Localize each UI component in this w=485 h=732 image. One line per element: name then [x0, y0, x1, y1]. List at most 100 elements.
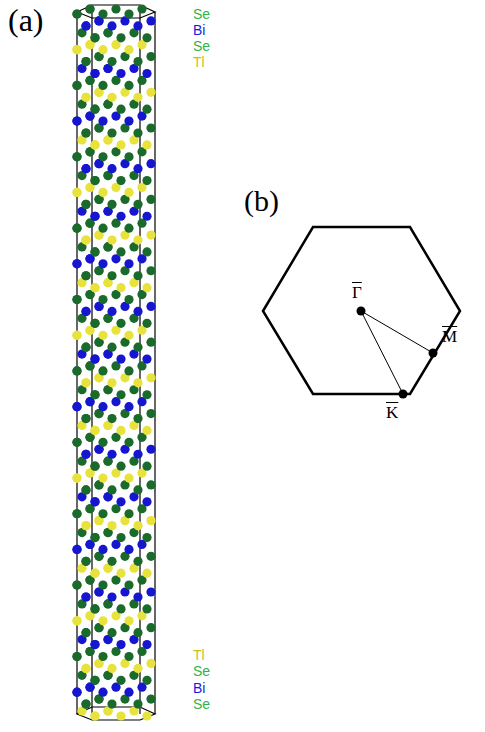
atom — [72, 402, 81, 411]
atom — [90, 533, 99, 542]
atom — [72, 688, 81, 697]
atom — [142, 69, 151, 78]
atom — [90, 533, 99, 542]
atom — [124, 9, 133, 18]
atom — [72, 366, 81, 375]
atom — [116, 426, 125, 435]
atom — [133, 700, 142, 709]
layer-label: Tl — [193, 55, 205, 69]
atom — [90, 604, 99, 613]
atom — [146, 480, 155, 489]
atom — [116, 569, 125, 578]
atom — [107, 271, 116, 280]
brillouin-zone — [263, 227, 460, 399]
atom — [72, 224, 81, 233]
atom — [124, 473, 133, 482]
cell-face — [77, 5, 155, 18]
atom — [133, 557, 142, 566]
atom — [72, 116, 81, 125]
layer-label: Se — [193, 697, 210, 711]
atom — [90, 462, 99, 471]
atom — [98, 259, 107, 268]
atom — [142, 140, 151, 149]
atom — [133, 414, 142, 423]
atom — [81, 628, 90, 637]
atom — [90, 390, 99, 399]
cell-face — [77, 707, 155, 720]
atom — [116, 354, 125, 363]
atom — [81, 557, 90, 566]
atom — [133, 271, 142, 280]
atom — [72, 473, 81, 482]
atom — [142, 247, 151, 256]
atom — [98, 545, 107, 554]
atom — [81, 414, 90, 423]
atom — [146, 516, 155, 525]
atom — [90, 140, 99, 149]
hexagon — [263, 227, 460, 394]
atom — [107, 21, 116, 30]
atom — [90, 354, 99, 363]
atom — [72, 259, 81, 268]
atom — [116, 140, 125, 149]
atom — [146, 445, 155, 454]
atom — [90, 69, 99, 78]
atom — [81, 592, 90, 601]
atom — [81, 485, 90, 494]
atom — [142, 676, 151, 685]
atom — [81, 271, 90, 280]
atom — [107, 128, 116, 137]
atom — [133, 57, 142, 66]
atom — [90, 283, 99, 292]
atom — [81, 664, 90, 673]
atom — [133, 235, 142, 244]
atom — [81, 450, 90, 459]
atom — [90, 140, 99, 149]
atom — [90, 640, 99, 649]
atom — [146, 230, 155, 239]
atom — [142, 711, 151, 720]
atom — [137, 4, 146, 13]
atom — [116, 176, 125, 185]
atom — [72, 116, 81, 125]
atom — [85, 4, 94, 13]
atom — [107, 557, 116, 566]
atom — [124, 509, 133, 518]
atom — [142, 212, 151, 221]
atom — [81, 307, 90, 316]
k-point-label: K — [386, 404, 398, 421]
atom — [81, 128, 90, 137]
atom — [81, 664, 90, 673]
atom — [107, 664, 116, 673]
atom — [146, 409, 155, 418]
atom — [72, 259, 81, 268]
atom — [98, 509, 107, 518]
atom — [142, 569, 151, 578]
atom — [107, 378, 116, 387]
atom — [90, 319, 99, 328]
atom — [98, 652, 107, 661]
atom — [90, 676, 99, 685]
atom — [142, 354, 151, 363]
atom — [142, 497, 151, 506]
atom — [124, 224, 133, 233]
atom — [116, 319, 125, 328]
atom — [146, 659, 155, 668]
atom — [81, 21, 90, 30]
atom — [90, 640, 99, 649]
atom — [81, 700, 90, 709]
atom — [90, 33, 99, 42]
atom — [98, 402, 107, 411]
atom — [72, 188, 81, 197]
atom — [90, 426, 99, 435]
atom — [98, 295, 107, 304]
atom — [90, 426, 99, 435]
k-point-label: Γ — [352, 284, 362, 301]
atom — [142, 462, 151, 471]
atom — [107, 57, 116, 66]
atom — [90, 354, 99, 363]
atom — [116, 497, 125, 506]
atom — [142, 604, 151, 613]
atom — [81, 521, 90, 530]
